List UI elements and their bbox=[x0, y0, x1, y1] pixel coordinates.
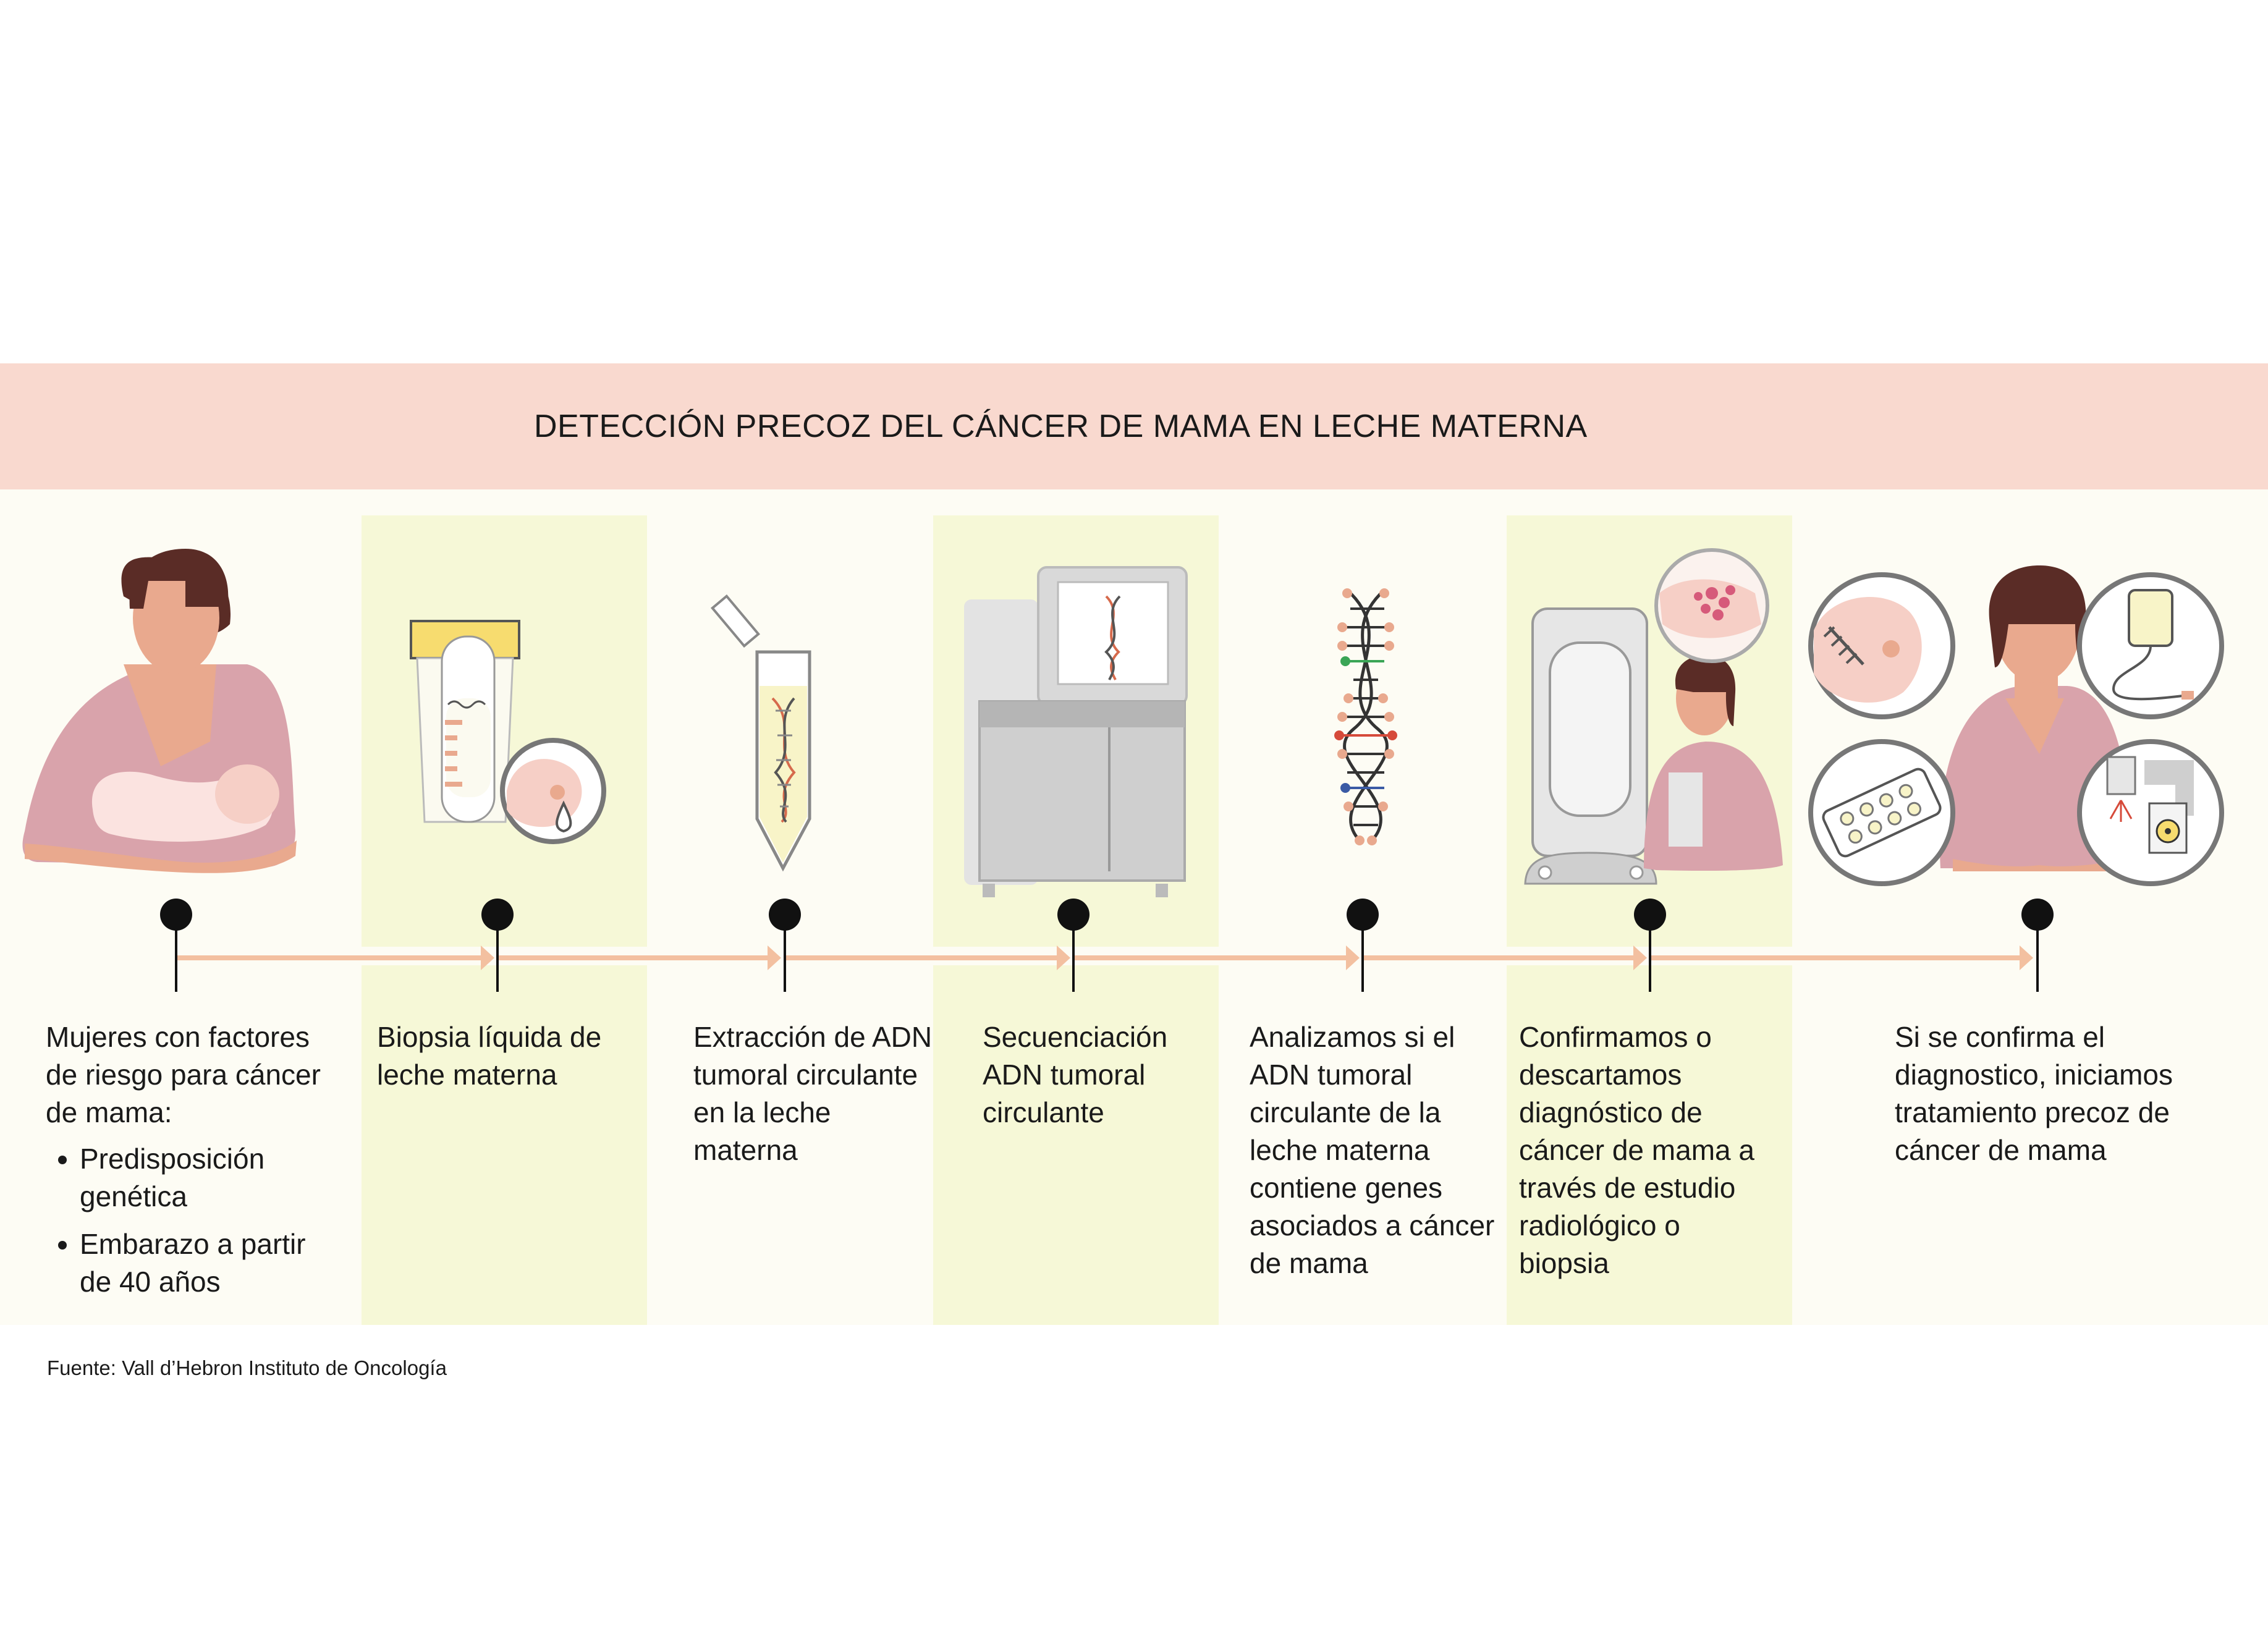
title-band bbox=[0, 363, 2268, 489]
timeline bbox=[176, 945, 2033, 970]
risk-factor-item: Embarazo a partir de 40 años bbox=[80, 1225, 342, 1301]
dna-helix-icon bbox=[1334, 588, 1397, 845]
step-3-description: Extracción de ADN tumoral circulante en … bbox=[693, 1021, 933, 1166]
highlight-column-6-bottom bbox=[1507, 965, 1792, 1325]
milk-sample-container-icon bbox=[410, 620, 606, 844]
step-5-description: Analizamos si el ADN tumoral circulante … bbox=[1250, 1021, 1495, 1279]
breastfeeding-mother-icon bbox=[22, 549, 297, 873]
highlight-column-2-bottom bbox=[362, 965, 647, 1325]
highlight-column-4-bottom bbox=[933, 965, 1219, 1325]
risk-factor-list: Predisposición genética Embarazo a parti… bbox=[46, 1140, 342, 1301]
dna-test-tube-icon bbox=[710, 594, 811, 872]
treatment-options-icon bbox=[1808, 565, 2224, 886]
step-1-text: Mujeres con factores de riesgo para cánc… bbox=[46, 1021, 321, 1128]
mammography-machine-icon bbox=[1524, 548, 1783, 885]
source-note: Fuente: Vall d’Hebron Instituto de Oncol… bbox=[47, 1356, 447, 1379]
step-4-description: Secuenciación ADN tumoral circulante bbox=[983, 1021, 1168, 1128]
step-1-description: Mujeres con factores de riesgo para cánc… bbox=[46, 1018, 342, 1311]
page-title: DETECCIÓN PRECOZ DEL CÁNCER DE MAMA EN L… bbox=[534, 408, 1588, 444]
dna-sequencer-icon bbox=[964, 566, 1188, 897]
step-2-description: Biopsia líquida de leche materna bbox=[377, 1021, 602, 1091]
risk-factor-item: Predisposición genética bbox=[80, 1140, 342, 1216]
step-6-description: Confirmamos o descartamos diagnóstico de… bbox=[1519, 1021, 1754, 1279]
step-7-description: Si se confirma el diagnostico, iniciamos… bbox=[1895, 1021, 2173, 1166]
timeline-markers bbox=[160, 899, 2054, 992]
